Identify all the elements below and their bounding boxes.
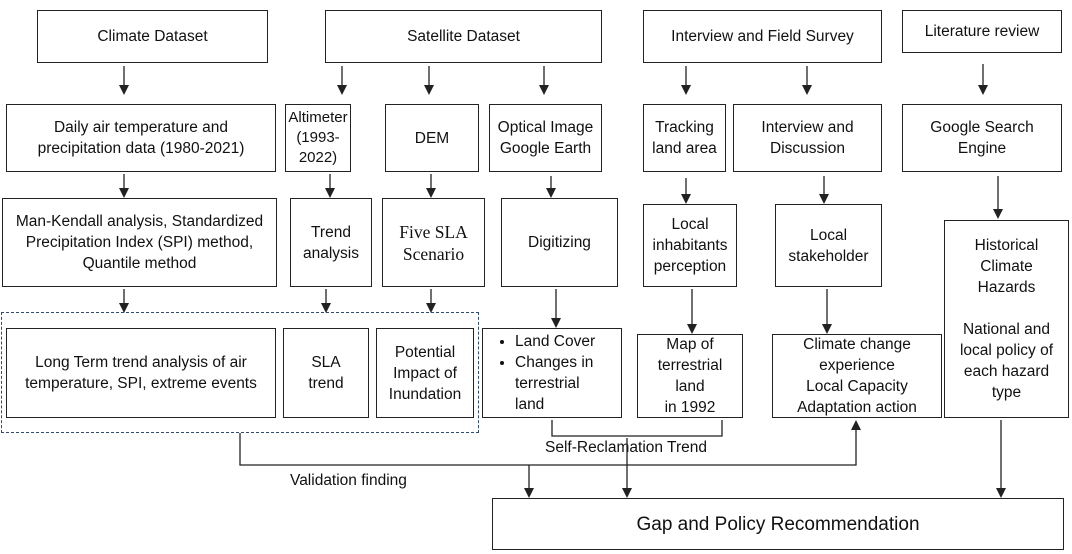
man-kendall-analysis-box: Man-Kendall analysis, Standardized Preci… bbox=[2, 198, 277, 287]
historical-climate-hazards-label: Historical Climate Hazards National and … bbox=[959, 237, 1054, 401]
gap-policy-recommendation-box: Gap and Policy Recommendation bbox=[492, 498, 1064, 550]
land-cover-item: Land Cover bbox=[515, 331, 595, 352]
trend-analysis-label: Trend analysis bbox=[303, 223, 359, 262]
local-inhabitants-label: Local inhabitants perception bbox=[652, 216, 728, 275]
dem-label: DEM bbox=[414, 129, 450, 147]
land-cover-box: Land Cover Changes in terrestrial land bbox=[482, 328, 622, 418]
tracking-land-area-box: Tracking land area bbox=[643, 104, 726, 172]
digitizing-box: Digitizing bbox=[501, 198, 618, 287]
sla-trend-box: SLA trend bbox=[283, 328, 369, 418]
long-term-trend-box: Long Term trend analysis of air temperat… bbox=[6, 328, 276, 418]
five-sla-scenario-label: Five SLA Scenario bbox=[399, 221, 468, 264]
daily-air-temperature-label: Daily air temperature and precipitation … bbox=[37, 119, 245, 157]
sla-trend-label: SLA trend bbox=[308, 354, 344, 392]
long-term-trend-label: Long Term trend analysis of air temperat… bbox=[25, 354, 257, 392]
altimeter-box: Altimeter (1993- 2022) bbox=[285, 104, 351, 172]
map-terrestrial-label: Map of terrestrial land in 1992 bbox=[657, 336, 723, 416]
google-search-engine-box: Google Search Engine bbox=[902, 104, 1062, 172]
trend-analysis-box: Trend analysis bbox=[290, 198, 372, 287]
climate-change-experience-label: Climate change experience Local Capacity… bbox=[797, 336, 917, 416]
changes-terrestrial-item: Changes in terrestrial land bbox=[515, 352, 595, 415]
interview-discussion-box: Interview and Discussion bbox=[733, 104, 882, 172]
climate-dataset-box: Climate Dataset bbox=[37, 10, 268, 63]
dem-box: DEM bbox=[385, 104, 479, 172]
climate-change-experience-box: Climate change experience Local Capacity… bbox=[772, 334, 942, 418]
satellite-dataset-label: Satellite Dataset bbox=[407, 28, 520, 45]
literature-review-label: Literature review bbox=[924, 23, 1040, 40]
local-stakeholder-label: Local stakeholder bbox=[788, 226, 869, 265]
optical-image-box: Optical Image Google Earth bbox=[489, 104, 602, 172]
self-reclamation-trend-label: Self-Reclamation Trend bbox=[545, 439, 707, 456]
historical-climate-hazards-box: Historical Climate Hazards National and … bbox=[944, 220, 1069, 418]
climate-dataset-label: Climate Dataset bbox=[97, 28, 208, 45]
gap-policy-recommendation-label: Gap and Policy Recommendation bbox=[636, 513, 920, 535]
interview-field-survey-label: Interview and Field Survey bbox=[671, 28, 854, 45]
altimeter-label: Altimeter (1993- 2022) bbox=[288, 109, 348, 166]
validation-finding-label: Validation finding bbox=[290, 472, 407, 489]
tracking-land-area-label: Tracking land area bbox=[652, 119, 717, 157]
local-stakeholder-box: Local stakeholder bbox=[775, 204, 882, 287]
map-terrestrial-box: Map of terrestrial land in 1992 bbox=[637, 334, 743, 418]
optical-image-label: Optical Image Google Earth bbox=[497, 119, 594, 157]
five-sla-scenario-box: Five SLA Scenario bbox=[382, 198, 485, 287]
daily-air-temperature-box: Daily air temperature and precipitation … bbox=[6, 104, 276, 172]
man-kendall-analysis-label: Man-Kendall analysis, Standardized Preci… bbox=[15, 213, 264, 272]
satellite-dataset-box: Satellite Dataset bbox=[325, 10, 602, 63]
interview-field-survey-box: Interview and Field Survey bbox=[643, 10, 882, 63]
potential-impact-label: Potential Impact of Inundation bbox=[388, 343, 462, 403]
literature-review-box: Literature review bbox=[902, 10, 1062, 53]
google-search-engine-label: Google Search Engine bbox=[930, 119, 1034, 157]
dashed-group bbox=[1, 312, 479, 433]
interview-discussion-label: Interview and Discussion bbox=[761, 119, 854, 157]
land-cover-list: Land Cover Changes in terrestrial land bbox=[491, 331, 595, 415]
local-inhabitants-box: Local inhabitants perception bbox=[643, 204, 737, 287]
potential-impact-box: Potential Impact of Inundation bbox=[376, 328, 474, 418]
digitizing-label: Digitizing bbox=[528, 234, 591, 251]
